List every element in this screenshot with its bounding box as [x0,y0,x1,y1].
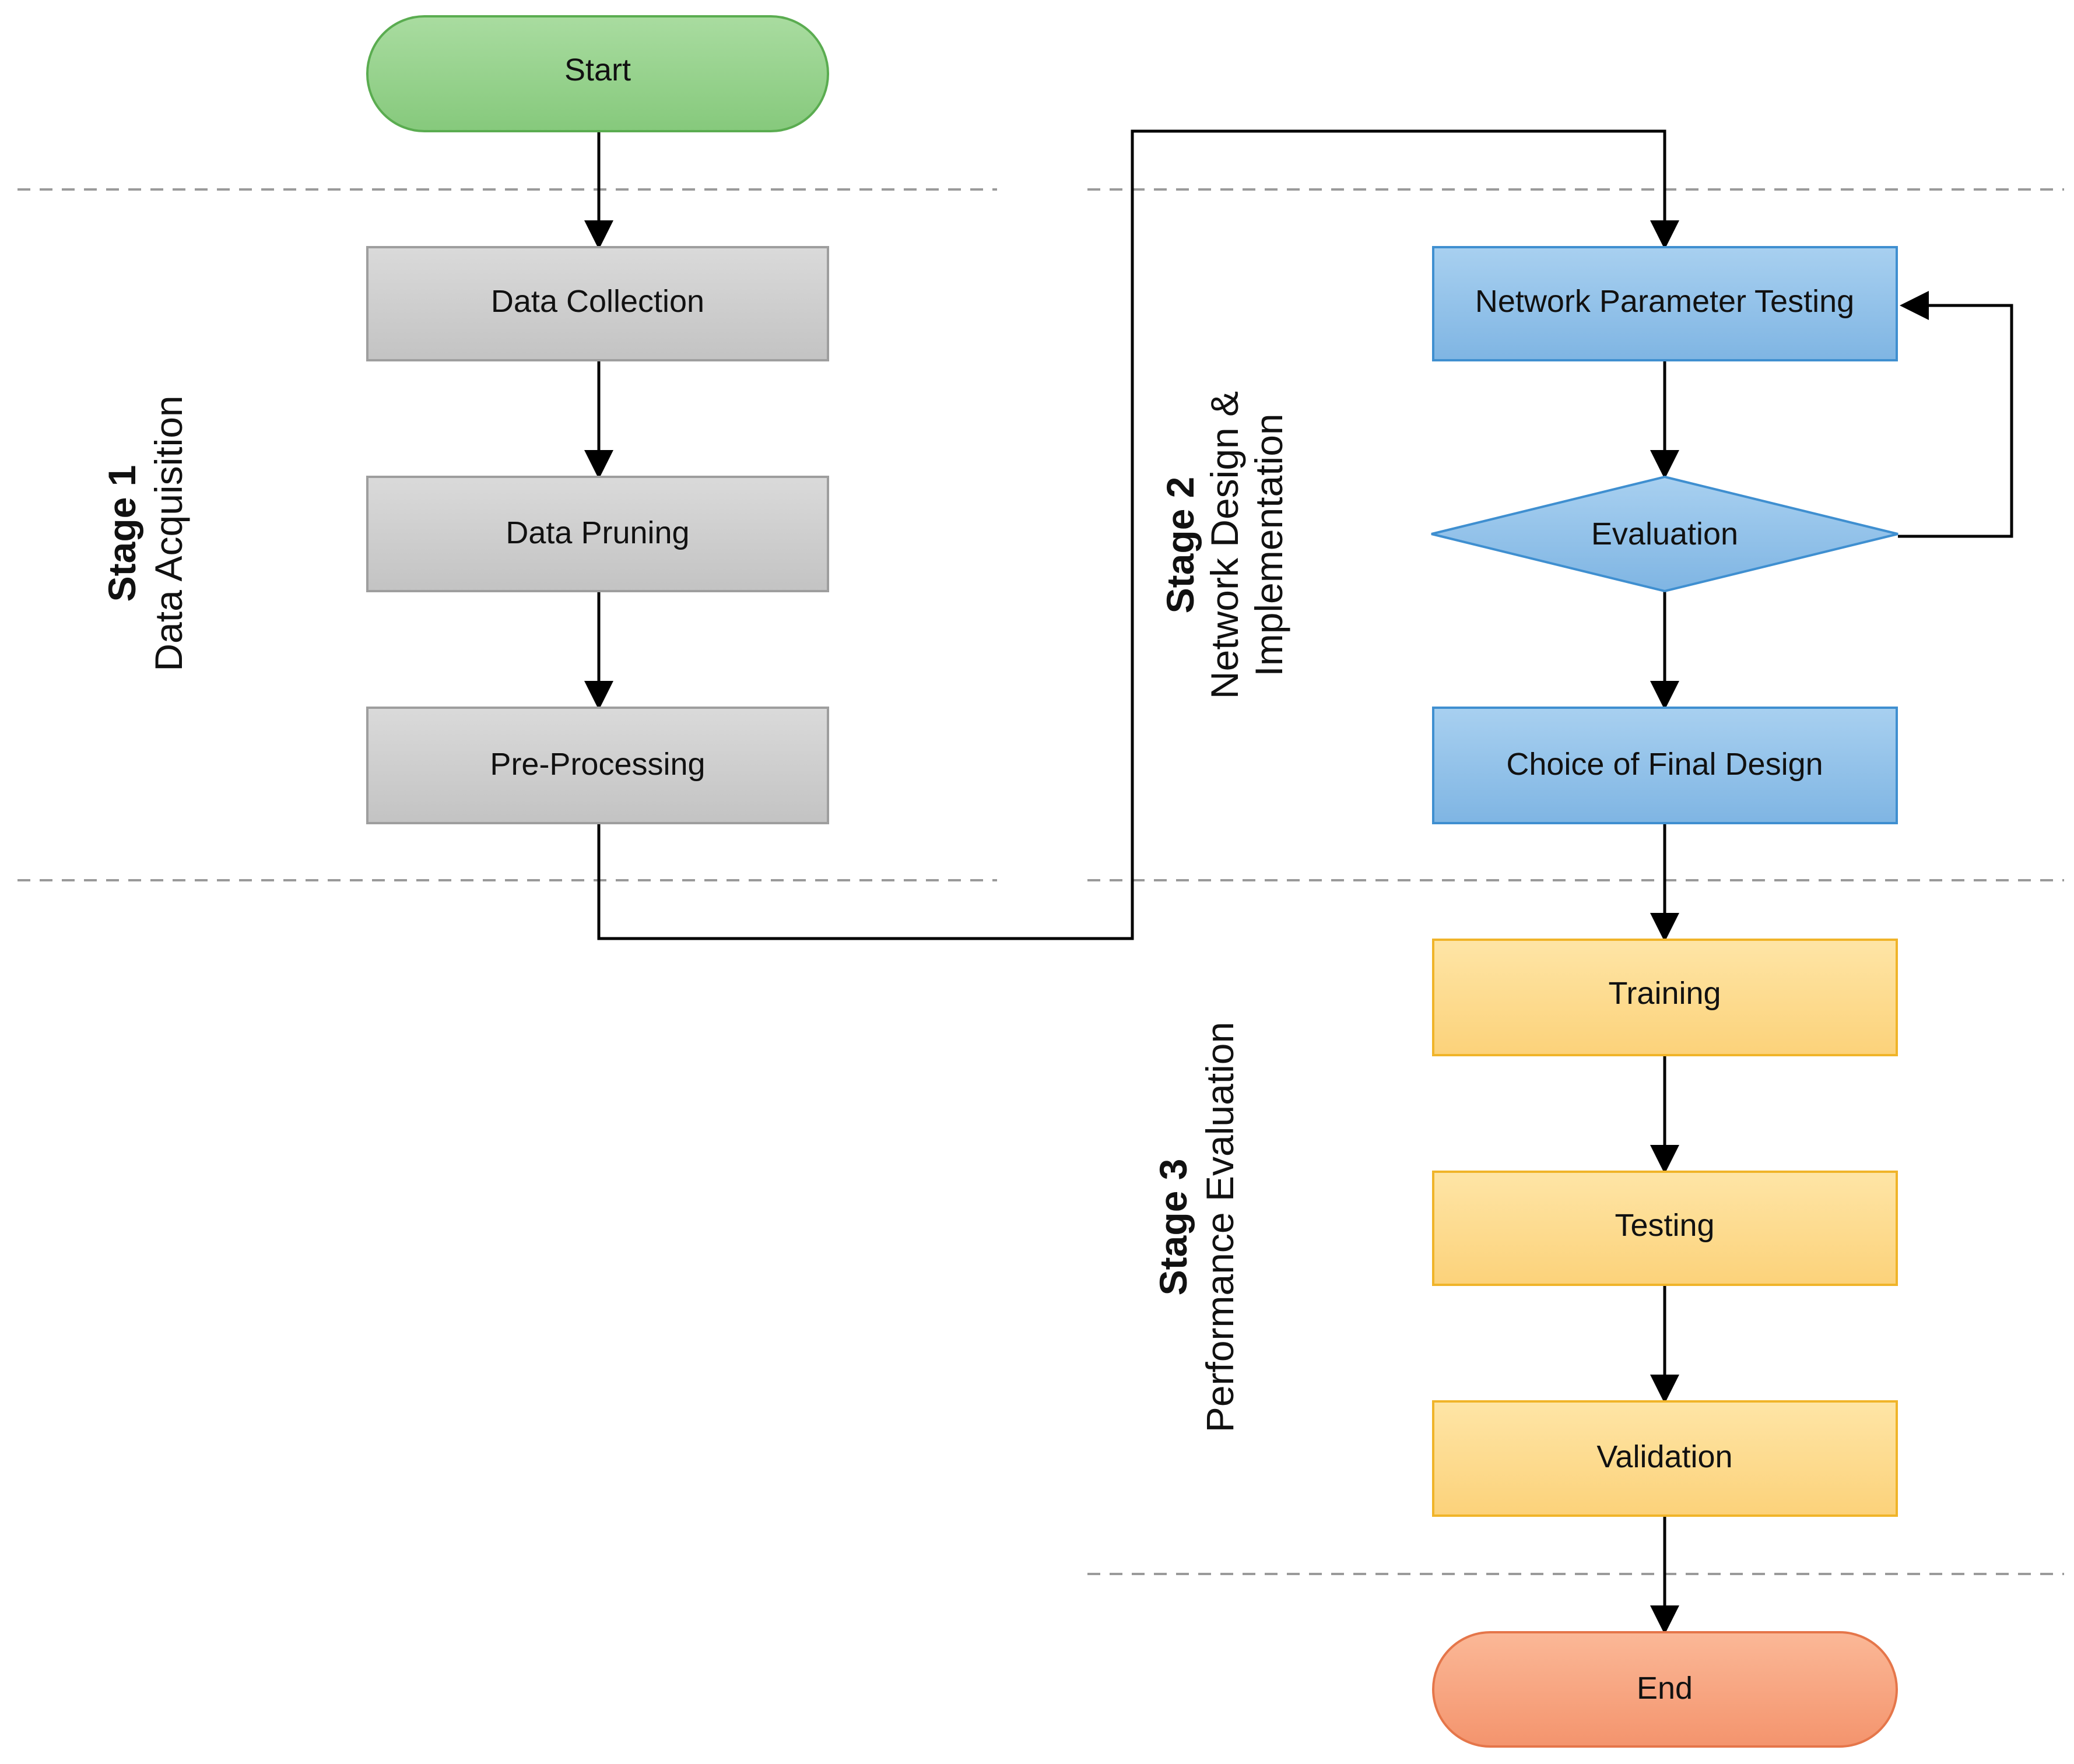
connector-evaluation-loop-back [1898,291,2013,538]
start-label: Start [564,52,631,87]
training-node[interactable]: Training [1432,939,1898,1056]
evaluation-decision-node[interactable]: Evaluation [1431,475,1898,593]
network-parameter-testing-label: Network Parameter Testing [1475,284,1854,319]
stage1-subtitle: Data Acquisition [147,395,190,671]
connector-pre-processing-to-network-testing [597,129,1679,940]
connectors [584,129,2013,1635]
stage3-subtitle: Performance Evaluation [1198,1022,1241,1432]
stage3-label: Stage 3 Performance Evaluation [1152,1022,1241,1432]
stage3-title: Stage 3 [1152,1159,1195,1296]
testing-box [1432,1171,1898,1286]
stage2-title: Stage 2 [1159,477,1202,614]
training-box [1432,939,1898,1056]
end-node[interactable]: End [1432,1631,1898,1748]
start-terminal-shape [366,15,829,132]
data-pruning-box [366,476,829,592]
data-pruning-label: Data Pruning [506,515,689,550]
data-collection-box [366,246,829,361]
stage2-subtitle-line1: Network Design & [1203,391,1246,699]
choice-of-final-design-label: Choice of Final Design [1506,747,1823,782]
pre-processing-label: Pre-Processing [490,747,705,782]
end-terminal-shape [1432,1631,1898,1748]
data-pruning-node[interactable]: Data Pruning [366,476,829,592]
data-collection-label: Data Collection [491,284,704,319]
evaluation-diamond [1431,475,1898,593]
training-label: Training [1608,976,1721,1011]
pre-processing-box [366,707,829,824]
pre-processing-node[interactable]: Pre-Processing [366,707,829,824]
testing-node[interactable]: Testing [1432,1171,1898,1286]
network-parameter-testing-node[interactable]: Network Parameter Testing [1432,246,1898,361]
start-node[interactable]: Start [366,15,829,132]
stage1-title: Stage 1 [100,465,143,602]
evaluation-label: Evaluation [1591,516,1738,551]
stage2-subtitle-line2: Implementation [1247,413,1290,676]
choice-of-final-design-node[interactable]: Choice of Final Design [1432,707,1898,824]
stage1-label: Stage 1 Data Acquisition [100,395,190,671]
data-collection-node[interactable]: Data Collection [366,246,829,361]
validation-label: Validation [1596,1439,1732,1474]
stage2-label: Stage 2 Network Design & Implementation [1159,391,1290,699]
testing-label: Testing [1615,1208,1714,1243]
end-label: End [1637,1671,1693,1706]
stage-dividers [17,188,2064,1575]
network-parameter-testing-box [1432,246,1898,361]
validation-node[interactable]: Validation [1432,1400,1898,1517]
choice-of-final-design-box [1432,707,1898,824]
validation-box [1432,1400,1898,1517]
